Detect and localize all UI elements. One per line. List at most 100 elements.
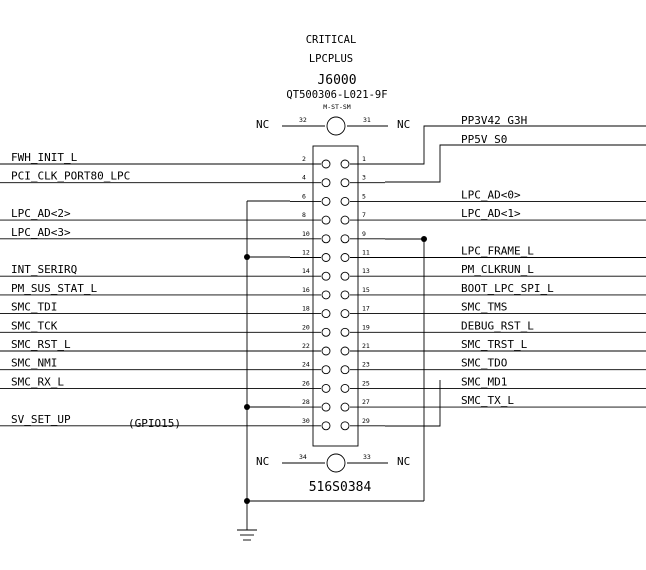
header-critical: CRITICAL [306,34,357,46]
net-label-right-5: LPC_AD<0> [461,188,521,201]
junction-dot-ground [244,498,250,504]
header-lpcplus: LPCPLUS [309,53,353,65]
pin-number-15: 15 [362,286,370,294]
pin-hole-19 [340,327,350,337]
pin-number-9: 9 [362,230,366,238]
refdes-label: J6000 [317,73,356,88]
junction-dot-pin28 [244,404,250,410]
pin-number-18: 18 [302,305,310,313]
pin-number-28: 28 [302,398,310,406]
pin-number-12: 12 [302,249,310,257]
pin-hole-16 [321,290,331,300]
connector-body [312,145,359,447]
pin-number-21: 21 [362,342,370,350]
pin-rows: 2FWH_INIT_L4PCI_CLK_PORT80_LPC68LPC_AD<2… [0,151,646,431]
pin-hole-14 [321,271,331,281]
junction-dot-pin12 [244,254,250,260]
net-label-left-20: SMC_TCK [11,319,58,332]
pin-number-6: 6 [302,192,306,200]
net-label-left-4: PCI_CLK_PORT80_LPC [11,170,130,183]
pin-number-17: 17 [362,305,370,313]
nc-label-bottom-right: NC [397,455,410,468]
net-label-right-11: LPC_FRAME_L [461,245,534,258]
net-label-right-25: SMC_MD1 [461,375,507,388]
pin-hole-29 [340,421,350,431]
pin-hole-23 [340,365,350,375]
mount-pin-34: 34 [299,453,307,461]
net-label-left-14: INT_SERIRQ [11,263,77,276]
pin-number-25: 25 [362,379,370,387]
pin-hole-2 [321,159,331,169]
mount-pin-33: 33 [363,453,371,461]
wire-pp3v42-g3h [385,125,646,165]
pin-hole-26 [321,383,331,393]
ground-icon [237,529,257,541]
pin-number-20: 20 [302,323,310,331]
net-label-right-19: DEBUG_RST_L [461,319,534,332]
pin-number-10: 10 [302,230,310,238]
pin-number-13: 13 [362,267,370,275]
net-label-left-8: LPC_AD<2> [11,207,71,220]
mount-pin-31: 31 [363,116,371,124]
net-label-left-30: SV_SET_UP [11,413,71,426]
pin-number-2: 2 [302,155,306,163]
pin-hole-6 [321,196,331,206]
pin-hole-24 [321,365,331,375]
nc-label-bottom-left: NC [256,455,269,468]
pin-hole-20 [321,327,331,337]
pin-number-14: 14 [302,267,310,275]
pin-hole-9 [340,234,350,244]
net-label-right-23: SMC_TDO [461,357,507,370]
net-label-left-22: SMC_RST_L [11,338,71,351]
pin-number-29: 29 [362,417,370,425]
pin-hole-22 [321,346,331,356]
net-label-left-26: SMC_RX_L [11,375,64,388]
net-label-right-27: SMC_TX_L [461,394,514,407]
footer-part-code: 516S0384 [309,480,372,495]
pin-number-24: 24 [302,361,310,369]
pin-hole-28 [321,402,331,412]
pin-hole-10 [321,234,331,244]
pin-number-16: 16 [302,286,310,294]
pin-hole-4 [321,178,331,188]
pin-number-3: 3 [362,174,366,182]
net-label-left-10: LPC_AD<3> [11,226,71,239]
mount-pin-32: 32 [299,116,307,124]
pin-hole-13 [340,271,350,281]
wire-pin29 [385,380,441,427]
net-label-right-13: PM_CLKRUN_L [461,263,534,276]
rail-label-pp5v-s0: PP5V_S0 [461,133,507,146]
pin-number-26: 26 [302,379,310,387]
net-label-left-18: SMC_TDI [11,301,57,314]
mount-hole-bottom [326,453,346,473]
pin-hole-5 [340,196,350,206]
nc-label-top-right: NC [397,118,410,131]
net-label-left-16: PM_SUS_STAT_L [11,282,97,295]
gpio-note: (GPIO15) [128,417,181,430]
pin-number-8: 8 [302,211,306,219]
variant-label: M-ST-SM [323,103,350,111]
net-label-right-15: BOOT_LPC_SPI_L [461,282,554,295]
pin-hole-18 [321,309,331,319]
pin-number-23: 23 [362,361,370,369]
pin-hole-30 [321,421,331,431]
wire-pp5v-s0 [385,144,646,183]
nc-label-top-left: NC [256,118,269,131]
pin-number-5: 5 [362,192,366,200]
pin-number-27: 27 [362,398,370,406]
net-label-left-24: SMC_NMI [11,357,57,370]
pin-hole-15 [340,290,350,300]
mount-hole-top [326,116,346,136]
pin-hole-11 [340,253,350,262]
junction-dot-pin9 [421,236,427,242]
pin-number-4: 4 [302,174,306,182]
net-label-right-7: LPC_AD<1> [461,207,521,220]
pin-hole-1 [340,159,350,169]
pin-number-30: 30 [302,417,310,425]
pin-number-11: 11 [362,249,370,257]
pin-number-22: 22 [302,342,310,350]
pin-number-19: 19 [362,323,370,331]
pin-hole-27 [340,402,350,412]
pin-hole-7 [340,215,350,225]
